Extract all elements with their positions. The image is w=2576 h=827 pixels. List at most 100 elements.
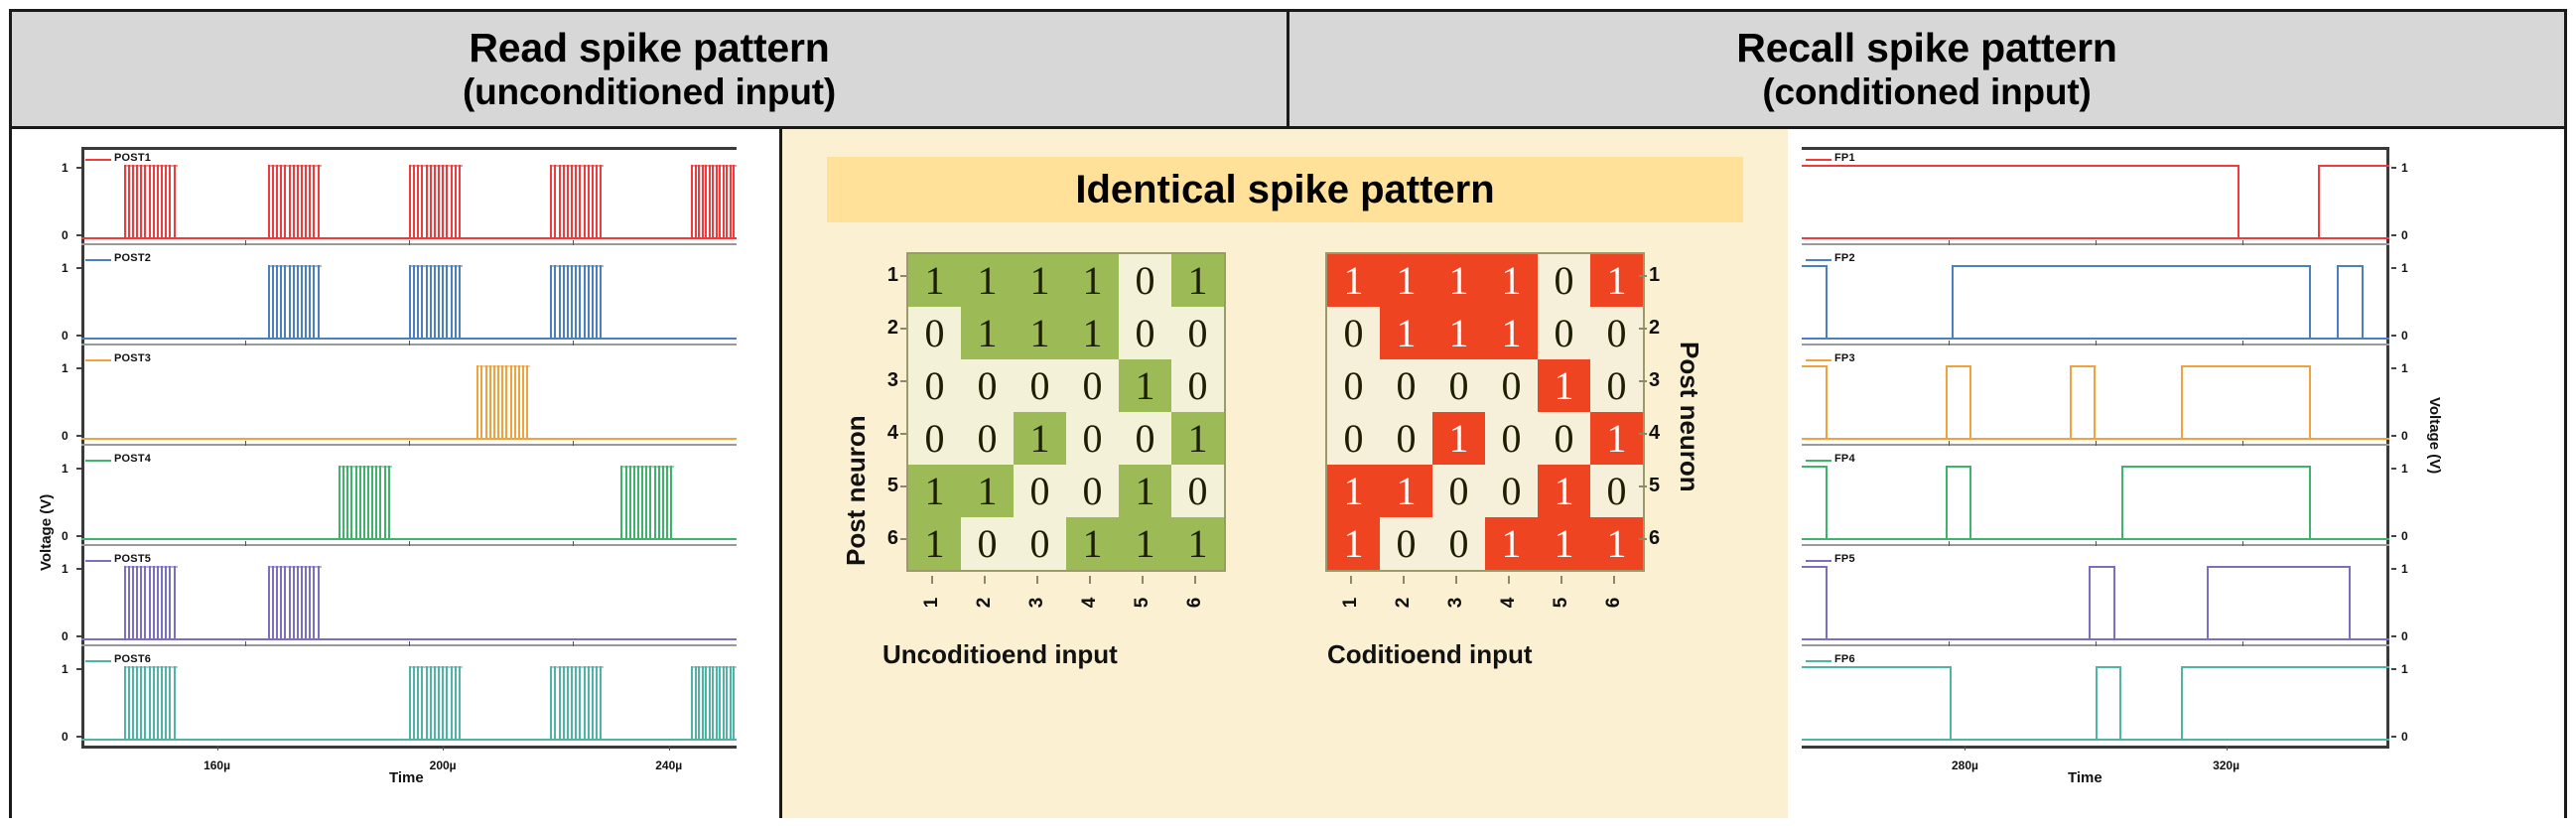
- chart-top-spine: [1802, 147, 2389, 150]
- chart-y-axis: [2386, 147, 2389, 749]
- chart-x-ticklabel: 280µ: [1951, 758, 1978, 772]
- chart-x-tickmark: [245, 641, 246, 646]
- chart-spike-cap: [267, 265, 322, 267]
- matrix-tickmark: [1639, 433, 1647, 435]
- chart-lane: POST1: [81, 147, 737, 247]
- matrix-x-tick: 4: [1079, 597, 1100, 609]
- right-chart-xlabel: Time: [2068, 769, 2102, 786]
- chart-spike-cap: [620, 466, 675, 468]
- matrix-cell: 0: [1066, 465, 1119, 517]
- chart-spike: [708, 666, 711, 739]
- chart-y-tickmark: [76, 167, 81, 169]
- chart-y-tickmark: [76, 435, 81, 437]
- matrix-cell: 1: [1485, 517, 1538, 570]
- chart-spike-cap: [550, 265, 605, 267]
- chart-spike: [554, 265, 557, 338]
- chart-spike: [425, 265, 428, 338]
- matrix-cell: 1: [1171, 517, 1224, 570]
- chart-spike: [641, 466, 644, 538]
- matrix-cell: 1: [1432, 254, 1485, 307]
- chart-y-tickmark: [2391, 736, 2396, 738]
- matrix-cell: 1: [1014, 412, 1066, 465]
- chart-spike: [579, 165, 582, 237]
- chart-spike: [309, 566, 312, 638]
- matrix-tickmark: [984, 576, 986, 584]
- chart-pulse: [2121, 466, 2312, 538]
- chart-spike: [433, 666, 436, 739]
- matrix-tickmark: [1639, 328, 1647, 330]
- chart-x-ticklabel: 160µ: [203, 758, 231, 772]
- chart-legend-swatch: [85, 460, 111, 462]
- chart-spike: [296, 265, 299, 338]
- chart-y-tickmark: [76, 335, 81, 337]
- chart-y-tickmark: [2391, 367, 2396, 369]
- matrix-tickmark: [1142, 576, 1144, 584]
- matrix-cell: 0: [1590, 465, 1643, 517]
- chart-y-tickmark: [76, 568, 81, 570]
- chart-spike: [413, 165, 416, 237]
- chart-spike: [173, 566, 176, 638]
- matrix-cell: 0: [1485, 465, 1538, 517]
- chart-x-tickmark: [573, 541, 574, 546]
- chart-spike: [587, 165, 590, 237]
- chart-spike: [595, 666, 598, 739]
- chart-y-ticklabel: 1: [62, 361, 68, 375]
- chart-x-tickmark: [573, 641, 574, 646]
- chart-y-tickmark: [76, 535, 81, 537]
- matrix-cell: 1: [1380, 254, 1432, 307]
- chart-pulse: [1802, 165, 2239, 237]
- chart-spike: [454, 165, 457, 237]
- chart-trace-baseline: [81, 338, 737, 340]
- chart-spike: [624, 466, 627, 538]
- chart-spike: [152, 666, 155, 739]
- chart-y-tickmark: [2391, 468, 2396, 470]
- chart-spike: [505, 365, 508, 438]
- chart-spike: [276, 566, 279, 638]
- chart-spike: [417, 666, 420, 739]
- chart-y-ticklabel: 1: [62, 562, 68, 576]
- chart-x-tickmark: [2242, 441, 2243, 446]
- chart-x-ticklabel: 240µ: [655, 758, 683, 772]
- chart-spike-cap: [409, 666, 464, 668]
- chart-spike: [417, 165, 420, 237]
- chart-y-axis: [81, 147, 84, 749]
- matrix-cell: 1: [1590, 254, 1643, 307]
- matrix-cell: 0: [1590, 307, 1643, 359]
- chart-spike: [296, 165, 299, 237]
- chart-x-tickmark: [1949, 240, 1950, 245]
- chart-spike: [522, 365, 524, 438]
- chart-spike: [497, 365, 500, 438]
- chart-y-tickmark: [2391, 535, 2396, 537]
- chart-y-tickmark: [2391, 635, 2396, 637]
- chart-y-tickmark: [2391, 167, 2396, 169]
- chart-y-ticklabel: 1: [2401, 462, 2408, 476]
- chart-spike: [296, 566, 299, 638]
- chart-spike: [726, 165, 729, 237]
- chart-pulse: [1945, 365, 1971, 438]
- chart-spike: [267, 165, 270, 237]
- chart-spike: [558, 265, 561, 338]
- chart-legend-swatch: [1806, 460, 1831, 462]
- chart-spike: [458, 265, 461, 338]
- chart-y-tickmark: [76, 468, 81, 470]
- matrix-cell: 1: [1066, 307, 1119, 359]
- matrix-x-tick: 6: [1184, 597, 1205, 609]
- chart-x-tickmark: [1965, 746, 1966, 751]
- matrix-cell: 0: [1119, 254, 1171, 307]
- chart-lane: POST2: [81, 247, 737, 347]
- matrix-cell: 0: [1538, 412, 1590, 465]
- chart-lane: POST6: [81, 648, 737, 749]
- matrix-y-tick: 5: [886, 475, 898, 496]
- chart-pulse: [2089, 566, 2115, 638]
- matrix-tickmark: [1036, 576, 1038, 584]
- chart-pulse: [2069, 365, 2096, 438]
- chart-spike: [701, 666, 704, 739]
- matrix-cell: 1: [1538, 517, 1590, 570]
- chart-spike: [309, 265, 312, 338]
- left-chart-xlabel: Time: [389, 769, 424, 786]
- chart-spike: [140, 666, 143, 739]
- chart-y-ticklabel: 0: [2401, 529, 2408, 543]
